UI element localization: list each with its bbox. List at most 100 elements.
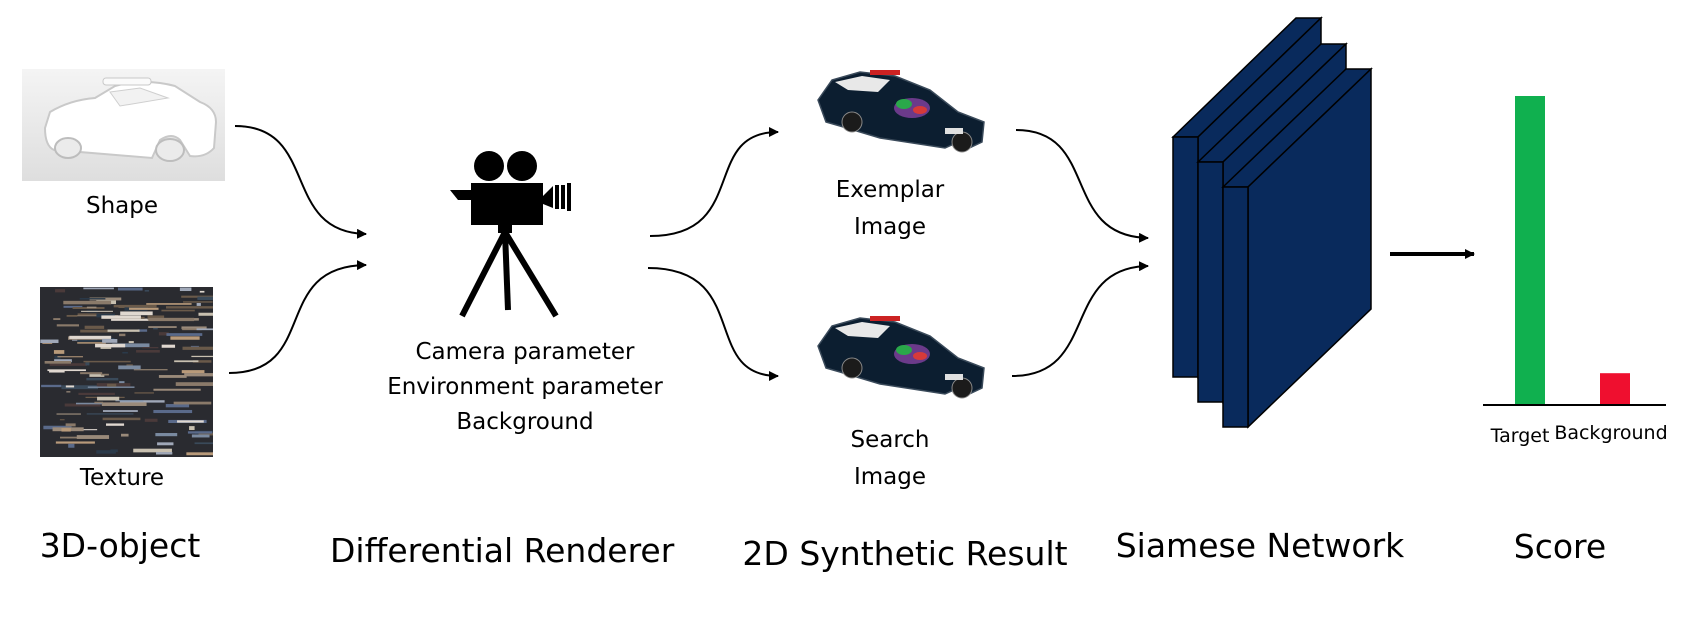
texture-streak xyxy=(63,300,112,305)
texture-streak xyxy=(53,350,65,354)
texture-streak xyxy=(179,287,192,292)
texture-streak xyxy=(77,338,115,342)
texture-streak xyxy=(55,289,66,293)
texture-streak xyxy=(129,307,159,310)
texture-streak xyxy=(157,442,174,446)
texture-image xyxy=(40,287,213,457)
texture-streak xyxy=(87,386,135,388)
texture-streak xyxy=(182,328,202,331)
texture-streak xyxy=(192,360,212,363)
texture-streak xyxy=(166,333,203,336)
texture-streak xyxy=(113,304,157,308)
texture-streak xyxy=(47,369,86,372)
texture-streak xyxy=(197,296,213,301)
texture-streak xyxy=(144,418,158,422)
texture-streak xyxy=(148,317,195,322)
search-label-line-1: Search xyxy=(850,427,930,453)
texture-streak xyxy=(85,362,90,366)
texture-streak xyxy=(100,373,109,376)
texture-streak xyxy=(89,297,122,301)
texture-streak xyxy=(170,336,200,340)
texture-streak xyxy=(107,329,140,332)
network-block-3 xyxy=(1221,67,1373,429)
texture-streak xyxy=(102,410,138,412)
shape-label: Shape xyxy=(85,193,159,219)
texture-streak xyxy=(97,396,120,401)
texture-streak xyxy=(119,400,165,403)
texture-streak xyxy=(153,409,193,414)
texture-streak xyxy=(77,342,106,344)
texture-streak xyxy=(54,359,72,363)
texture-streak xyxy=(196,328,213,331)
texture-streak xyxy=(153,327,158,330)
texture-streak xyxy=(86,413,134,415)
texture-streak xyxy=(80,329,120,333)
texture-streak xyxy=(115,400,144,402)
texture-streak xyxy=(191,355,213,358)
renderer-to-search-arrow xyxy=(647,267,779,381)
movie-camera-icon xyxy=(450,151,571,318)
texture-streak xyxy=(59,419,65,421)
texture-streak xyxy=(95,343,126,348)
exemplar-label-line-1: Exemplar xyxy=(835,177,945,203)
texture-streak xyxy=(96,450,116,454)
texture-streak xyxy=(121,433,129,437)
texture-streak xyxy=(196,303,201,306)
score-chart xyxy=(1483,96,1666,406)
texture-streak xyxy=(75,402,116,405)
texture-streak xyxy=(175,382,213,386)
texture-streak xyxy=(65,423,76,427)
search-to-network-arrow xyxy=(1011,261,1149,377)
environment-parameter-label: Environment parameter xyxy=(387,374,663,400)
texture-streak xyxy=(142,347,159,349)
search-label-line-2: Image xyxy=(853,464,927,490)
siamese-network-blocks xyxy=(1171,16,1373,429)
texture-streak xyxy=(137,329,148,332)
texture-streak xyxy=(165,404,190,408)
texture-streak xyxy=(181,326,207,330)
texture-streak xyxy=(118,365,141,370)
texture-streak xyxy=(83,360,131,363)
texture-streak xyxy=(86,377,119,381)
texture-streak xyxy=(156,452,173,455)
renderer-parameters: Camera parameter Environment parameter B… xyxy=(360,335,690,440)
texture-streak xyxy=(148,326,177,328)
background-parameter-label: Background xyxy=(456,409,594,435)
texture-streak xyxy=(184,373,213,377)
texture-streak xyxy=(86,306,97,309)
texture-streak xyxy=(63,305,83,308)
texture-streak xyxy=(54,355,61,359)
texture-streak xyxy=(49,363,88,366)
renderer-to-exemplar-arrow xyxy=(649,127,779,237)
texture-label: Texture xyxy=(79,465,165,491)
texture-streak xyxy=(147,315,165,320)
shape-image xyxy=(22,69,225,181)
texture-streak xyxy=(61,385,99,390)
texture-streak xyxy=(89,374,105,377)
texture-streak xyxy=(120,311,153,316)
texture-streak xyxy=(165,306,213,309)
texture-streak xyxy=(119,333,126,337)
texture-streak xyxy=(80,372,103,375)
texture-streak xyxy=(79,298,106,300)
stage-title-3d-object: 3D-object xyxy=(39,526,201,565)
texture-streak xyxy=(191,434,210,438)
texture-streak xyxy=(107,383,117,387)
texture-streak xyxy=(77,313,112,317)
texture-streak xyxy=(117,287,143,291)
exemplar-image-label: Exemplar Image xyxy=(830,172,950,246)
texture-streak xyxy=(76,435,110,439)
texture-streak xyxy=(153,388,201,391)
texture-streak xyxy=(198,432,213,436)
target-tick-label: Target xyxy=(1490,425,1550,447)
texture-streak xyxy=(158,332,169,336)
texture-streak xyxy=(189,426,195,431)
shape-to-renderer-arrow xyxy=(234,125,367,239)
camera-parameter-label: Camera parameter xyxy=(415,339,635,365)
search-car-image xyxy=(817,316,985,399)
texture-streak xyxy=(106,423,125,426)
texture-streak xyxy=(186,452,213,456)
texture-streak xyxy=(190,345,199,348)
exemplar-label-line-2: Image xyxy=(853,214,927,240)
texture-streak xyxy=(84,325,105,329)
